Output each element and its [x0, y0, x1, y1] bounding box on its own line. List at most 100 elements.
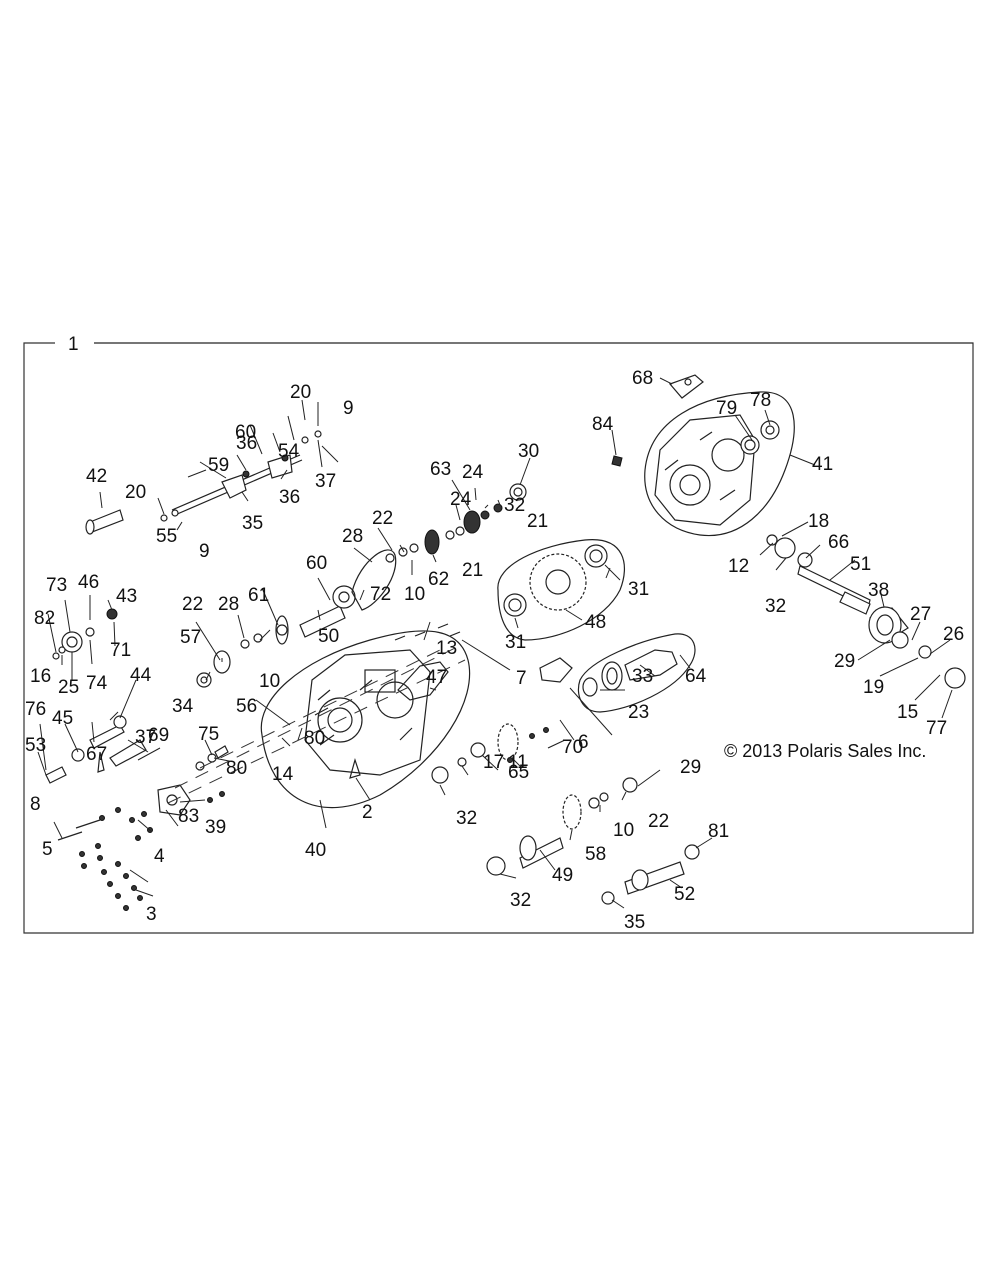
callout: 12 — [728, 556, 749, 577]
callout: 11 — [508, 752, 528, 773]
callout: 69 — [148, 725, 169, 746]
callout: 7 — [516, 668, 527, 689]
input-shaft-51 — [196, 585, 356, 688]
callout: 35 — [242, 513, 263, 534]
callout: 48 — [585, 612, 606, 633]
callout: 54 — [278, 441, 300, 462]
callout: 25 — [58, 677, 79, 698]
callout: 34 — [172, 696, 194, 717]
callout: 67 — [86, 744, 107, 765]
callout: 32 — [504, 495, 525, 516]
callout: 63 — [430, 459, 451, 480]
callout: 61 — [248, 585, 269, 606]
callout: 31 — [628, 579, 649, 600]
callout: 72 — [370, 584, 391, 605]
callout: 32 — [765, 596, 786, 617]
gear-49-outline — [497, 539, 626, 641]
part-drawings — [45, 374, 966, 911]
callout: 64 — [685, 666, 707, 687]
callout: 36 — [236, 433, 257, 454]
callout: 79 — [716, 398, 737, 419]
callout: 3 — [146, 904, 157, 925]
callout: 15 — [897, 702, 918, 723]
callout: 47 — [426, 667, 447, 688]
callout: 31 — [505, 632, 526, 653]
callout: 35 — [624, 912, 645, 933]
callout: 5 — [42, 839, 53, 860]
callout: 43 — [116, 586, 137, 607]
left-case-outline — [260, 630, 471, 809]
callout: 32 — [510, 890, 531, 911]
callout: 28 — [218, 594, 239, 615]
callout-labels: 2 3 4 5 6 7 8 9 9 10 10 10 11 12 13 14 1… — [25, 368, 964, 933]
callout: 24 — [462, 462, 484, 483]
callout: 83 — [178, 806, 199, 827]
callout: 68 — [632, 368, 653, 389]
callout: 53 — [25, 735, 46, 756]
leader-lines — [37, 342, 973, 909]
callout: 32 — [456, 808, 477, 829]
callout: 10 — [404, 584, 425, 605]
gear-49 — [529, 553, 587, 611]
callout: 40 — [305, 840, 326, 861]
callout: 66 — [828, 532, 849, 553]
callout: 38 — [868, 580, 889, 601]
callout: 78 — [750, 390, 771, 411]
gear-63-64-group — [385, 483, 527, 563]
callout: 22 — [648, 811, 669, 832]
callout: 82 — [34, 608, 55, 629]
callout: 27 — [910, 604, 931, 625]
callout: 70 — [562, 737, 583, 758]
callout: 18 — [808, 511, 829, 532]
callout: 8 — [30, 794, 41, 815]
callout: 71 — [110, 640, 131, 661]
right-case-outline — [644, 391, 795, 537]
callout: 17 — [483, 752, 504, 773]
bearing-31-bottom — [503, 593, 527, 617]
callout: 59 — [208, 455, 229, 476]
assembly-guide-lines — [167, 647, 466, 804]
callout: 55 — [156, 526, 177, 547]
copyright-notice: © 2013 Polaris Sales Inc. — [724, 741, 926, 761]
assembly-frame — [23, 342, 974, 934]
callout: 14 — [272, 764, 294, 785]
callout: 33 — [632, 666, 653, 687]
callout: 57 — [180, 627, 201, 648]
gasket-48 — [397, 661, 449, 701]
callout: 51 — [850, 554, 871, 575]
chain-73 — [351, 549, 397, 611]
callout: 10 — [259, 671, 280, 692]
left-small-parts — [45, 608, 229, 816]
callout: 65 — [508, 762, 529, 783]
callout: 74 — [86, 673, 108, 694]
output-shaft-52 — [740, 420, 966, 689]
bolts-group — [57, 727, 566, 911]
callout: 41 — [812, 454, 833, 475]
plug-85 — [611, 455, 623, 467]
bearing-31-top — [584, 544, 608, 568]
callout: 29 — [834, 651, 855, 672]
callout: 9 — [343, 398, 354, 419]
callout: 44 — [130, 665, 152, 686]
callout: 20 — [125, 482, 146, 503]
callout: 80 — [304, 728, 325, 749]
callout: 52 — [674, 884, 695, 905]
callout: 4 — [154, 846, 165, 867]
dowels-13 — [394, 623, 461, 641]
callout: 50 — [318, 626, 339, 647]
callout: 22 — [372, 508, 393, 529]
callout: 6 — [578, 732, 589, 753]
callout: 49 — [552, 865, 573, 886]
callout: 60 — [306, 553, 327, 574]
callout: 19 — [863, 677, 884, 698]
shift-shaft-assembly — [85, 430, 322, 535]
bracket-69 — [668, 374, 704, 399]
callout: 56 — [236, 696, 257, 717]
callout: 84 — [592, 414, 614, 435]
callout: 9 — [199, 541, 210, 562]
callout: 80 — [226, 758, 247, 779]
callout: 73 — [46, 575, 67, 596]
callout: 62 — [428, 569, 449, 590]
